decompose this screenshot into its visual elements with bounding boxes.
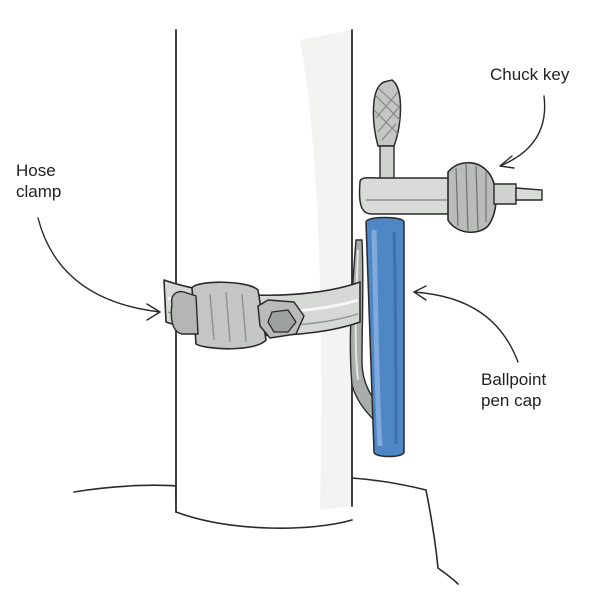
pen-cap-label: Ballpoint pen cap (481, 369, 546, 411)
hose-clamp-arrow (37, 217, 161, 313)
drill-press-column (175, 29, 353, 529)
callout-arrows (37, 95, 546, 363)
hose-clamp-label-line-1: Hose (16, 161, 56, 180)
pen-cap-label-line-1: Ballpoint (481, 370, 547, 389)
chuck-key-label-text: Chuck key (490, 65, 570, 84)
hose-clamp-label: Hose clamp (16, 160, 61, 202)
hose-clamp-label-line-2: clamp (16, 182, 62, 201)
hose-clamp-arrowhead (146, 303, 161, 321)
chuck-key-label: Chuck key (490, 64, 569, 85)
hose-clamp (163, 279, 361, 350)
chuck-key (358, 79, 543, 233)
pen-cap-arrow (413, 291, 519, 363)
chuck-key-arrow (499, 95, 546, 167)
pen-cap-label-line-2: pen cap (481, 391, 542, 410)
pen-cap (365, 216, 405, 458)
chuck-key-arrowhead (499, 155, 515, 169)
pen-cap-arrowhead (413, 285, 427, 301)
